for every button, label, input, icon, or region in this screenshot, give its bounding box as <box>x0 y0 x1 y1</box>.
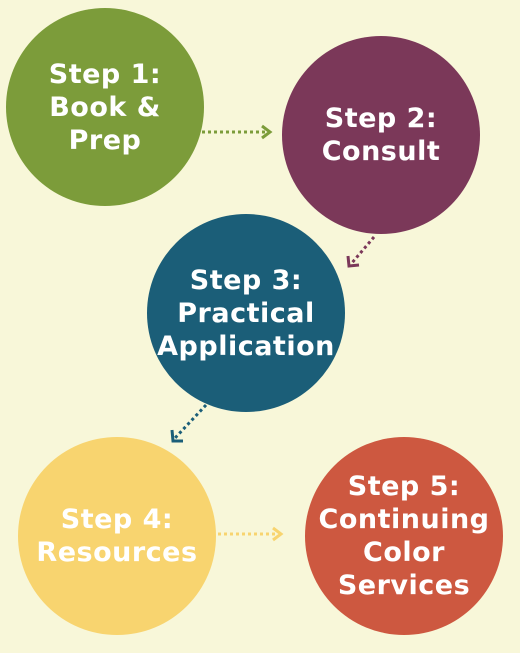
step-2-circle: Step 2: Consult <box>282 36 480 234</box>
arrow-step1-to-step2 <box>202 124 273 140</box>
step-5-label: Step 5: Continuing Color Services <box>318 471 490 601</box>
arrow-step3-to-step4 <box>170 403 208 443</box>
step-2-label: Step 2: Consult <box>321 103 441 167</box>
arrow-step2-to-step3 <box>346 236 376 268</box>
step-3-circle: Step 3: Practical Application <box>147 214 345 412</box>
step-5-circle: Step 5: Continuing Color Services <box>305 437 503 635</box>
arrow-step4-to-step5 <box>218 526 284 542</box>
step-4-circle: Step 4: Resources <box>18 437 216 635</box>
step-1-circle: Step 1: Book & Prep <box>6 8 204 206</box>
step-3-label: Step 3: Practical Application <box>157 264 335 362</box>
step-4-label: Step 4: Resources <box>36 504 198 568</box>
step-1-label: Step 1: Book & Prep <box>48 58 162 156</box>
